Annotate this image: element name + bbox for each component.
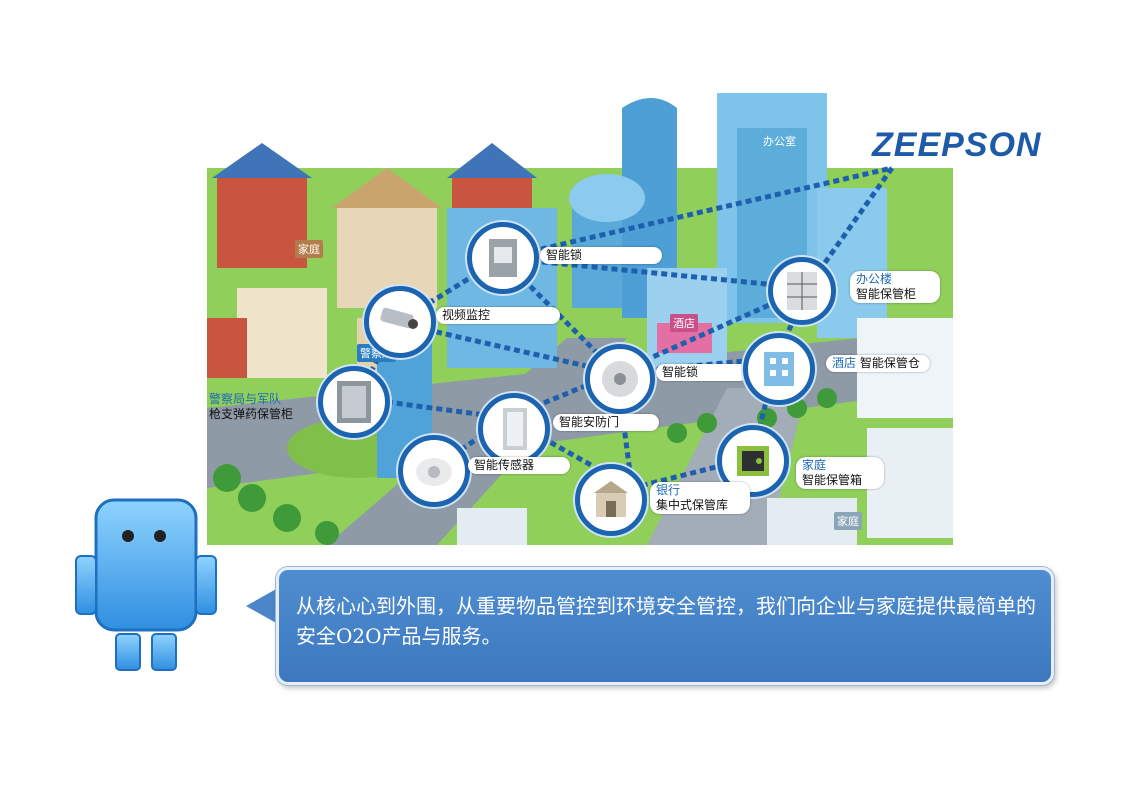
weapons-safe-icon: [318, 366, 390, 438]
node-label-office-cabinet: 办公楼智能保管柜: [850, 271, 941, 303]
speech-bubble-tail: [246, 588, 278, 624]
node-label-police-weapons: 警察局与军队枪支弹药保管柜: [209, 392, 294, 421]
zeepson-logo: ZEEPSON: [872, 126, 1042, 164]
speech-bubble-text: 从核心心到外围，从重要物品管控到环境安全管控，我们向企业与家庭提供最简单的安全O…: [296, 594, 1036, 648]
robot-mascot-icon: [75, 498, 217, 671]
security-door-icon: [478, 393, 550, 465]
node-label-smart-lock-mid: 智能锁: [656, 364, 749, 381]
sensor-icon: [398, 435, 470, 507]
node-label-smart-sensor: 智能传感器: [468, 457, 571, 474]
road-cross: [327, 338, 627, 545]
smart-lock-icon: [467, 222, 539, 294]
place-label-hotel: 酒店: [670, 314, 698, 332]
node-label-bank-vault: 银行集中式保管库: [650, 482, 751, 514]
trees: [213, 388, 837, 545]
place-label-home-bottom: 家庭: [834, 512, 862, 530]
speech-bubble: [276, 567, 1054, 685]
node-label-smart-lock-top: 智能锁: [540, 247, 663, 264]
round-lock-icon: [585, 344, 655, 414]
node-label-home-safe: 家庭智能保管箱: [796, 457, 885, 489]
cctv-camera-icon: [364, 286, 436, 358]
node-label-hotel-storage: 酒店 智能保管仓: [826, 355, 930, 372]
hotel-building-icon: [743, 333, 815, 405]
place-label-home-top: 家庭: [295, 240, 323, 258]
node-label-security-door: 智能安防门: [553, 414, 660, 431]
node-label-video-surveillance: 视频监控: [436, 307, 561, 324]
place-label-office: 办公室: [763, 135, 796, 148]
storage-cabinet-icon: [768, 257, 836, 325]
bank-icon: [575, 464, 647, 536]
